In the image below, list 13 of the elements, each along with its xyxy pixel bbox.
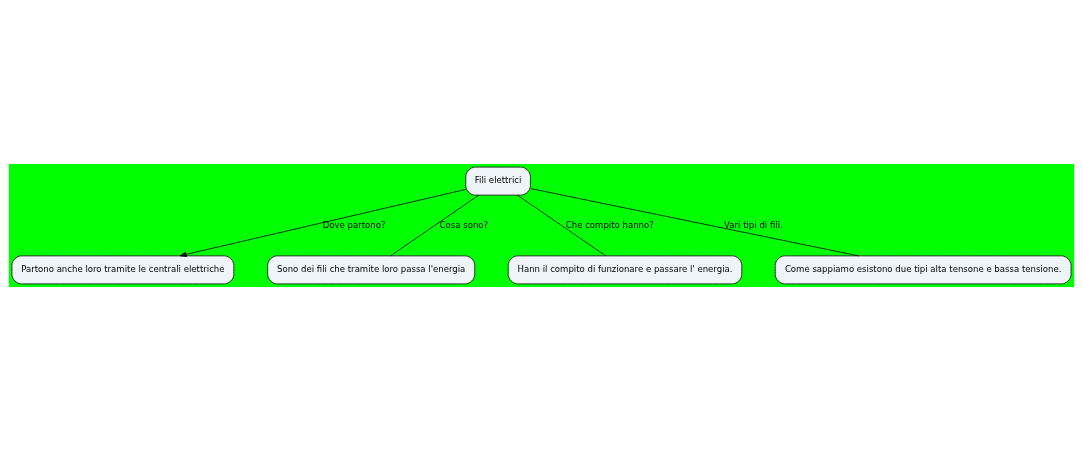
edge-label: Dove partono? [322, 219, 386, 230]
node-box: Come sappiamo esistono due tipi alta tensone e bassa tensione. [774, 254, 1072, 284]
node-box: Sono dei fili che tramite loro passa l'energia [267, 254, 476, 284]
node-box: Hann il compito di funzionare e passare l' energia. [507, 254, 743, 284]
edge-label: Vari tipi di fili. [724, 219, 783, 230]
edge-label: Che compito hanno? [565, 219, 654, 230]
edge-label: Cosa sono? [439, 219, 489, 230]
connector [390, 194, 480, 256]
connector [530, 187, 859, 256]
connector [517, 194, 606, 256]
node-box: Partono anche loro tramite le centrali elettriche [11, 254, 235, 284]
arrow [179, 188, 467, 257]
node-box: Fili elettrici [465, 166, 531, 196]
